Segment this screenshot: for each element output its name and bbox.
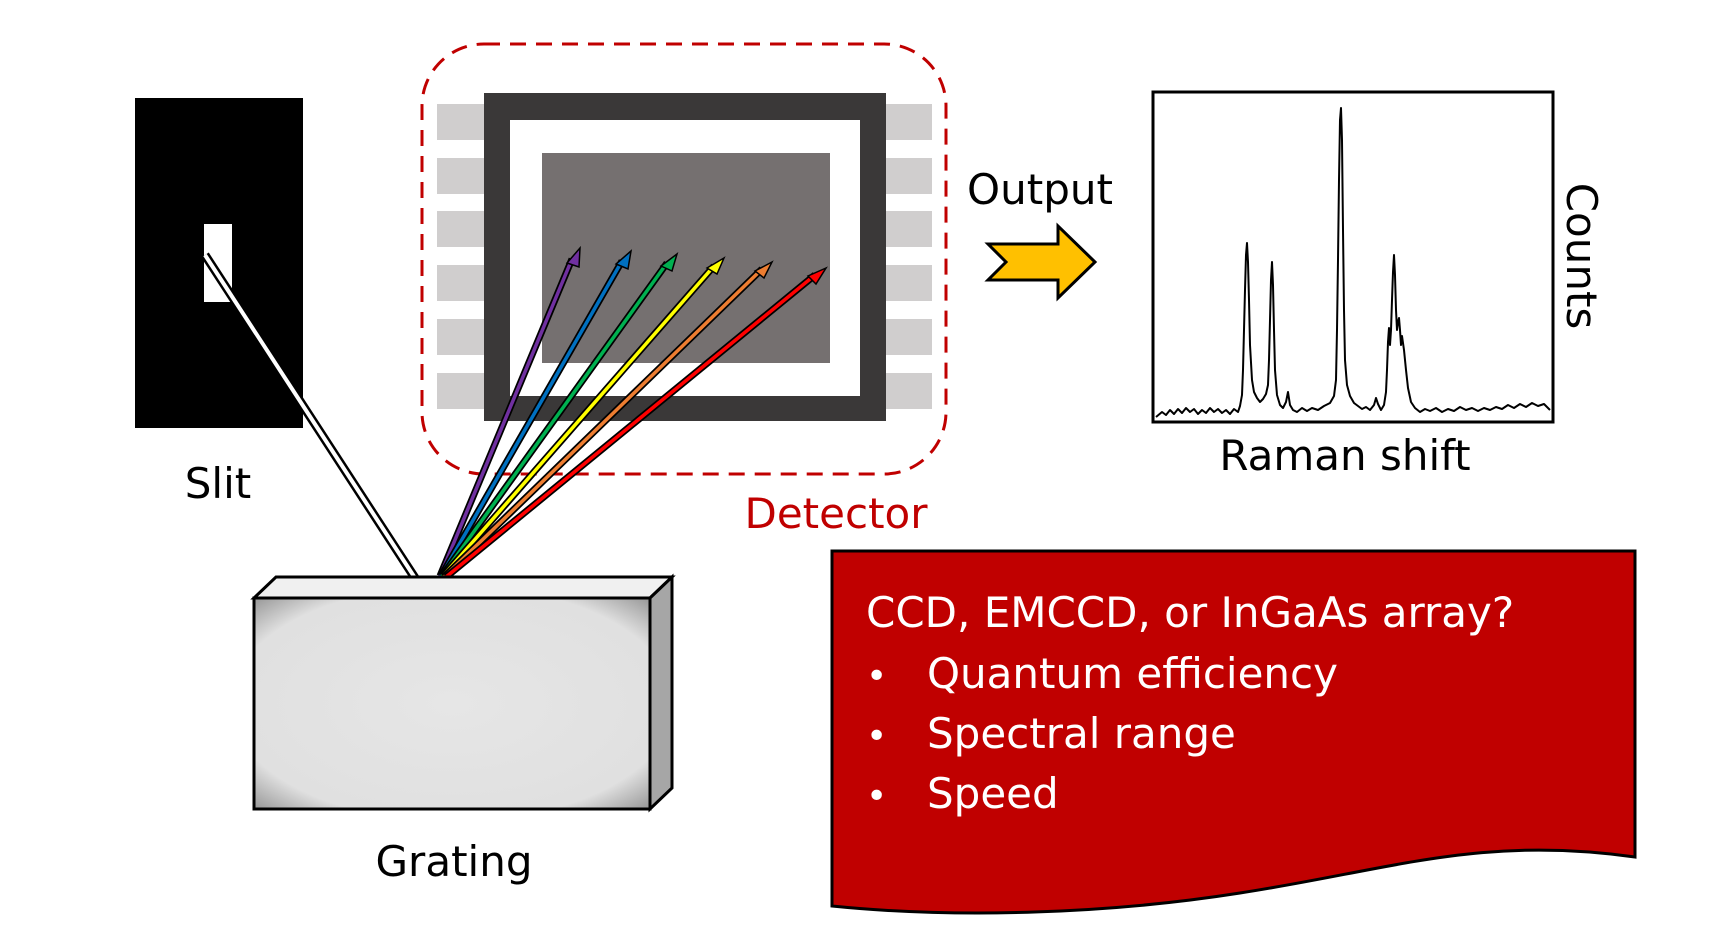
- incident-beam: [203, 253, 417, 580]
- ray-red: [443, 266, 828, 580]
- ray-yellow: [440, 256, 726, 579]
- slit-label: Slit: [185, 459, 251, 508]
- detector-label: Detector: [744, 489, 928, 538]
- callout-heading: CCD, EMCCD, or InGaAs array?: [866, 588, 1514, 637]
- counts-label: Counts: [1557, 183, 1606, 330]
- sensor-area: [542, 153, 830, 363]
- bullet-dot: •: [866, 716, 887, 757]
- grating: [250, 573, 676, 813]
- spectrum-trace: [1155, 107, 1551, 418]
- detector-boundary: [420, 42, 948, 476]
- ray-orange: [441, 260, 774, 580]
- callout-bullet: Quantum efficiency: [927, 649, 1338, 698]
- plot-frame: [1151, 90, 1555, 424]
- callout-bullet: Spectral range: [927, 709, 1236, 758]
- ray-blue: [437, 249, 633, 578]
- detector-chip: [437, 93, 932, 421]
- grating-side: [648, 573, 674, 813]
- grating-label: Grating: [376, 837, 533, 886]
- ray-violet: [436, 245, 581, 578]
- callout-bullet: Speed: [927, 769, 1059, 818]
- raman-shift-label: Raman shift: [1219, 431, 1470, 480]
- callout-shape: [830, 549, 1637, 915]
- grating-face: [252, 596, 652, 811]
- output-arrow-icon: [984, 222, 1098, 302]
- slit: [135, 98, 303, 428]
- grating-top: [250, 575, 676, 600]
- bullet-dot: •: [866, 656, 887, 697]
- output-label: Output: [967, 165, 1113, 214]
- ray-green: [439, 252, 679, 579]
- callout-box: CCD, EMCCD, or InGaAs array? • Quantum e…: [830, 549, 1637, 915]
- raman-spectrum-plot: [1151, 90, 1555, 424]
- bullet-dot: •: [866, 776, 887, 817]
- dispersed-rays: [436, 245, 828, 580]
